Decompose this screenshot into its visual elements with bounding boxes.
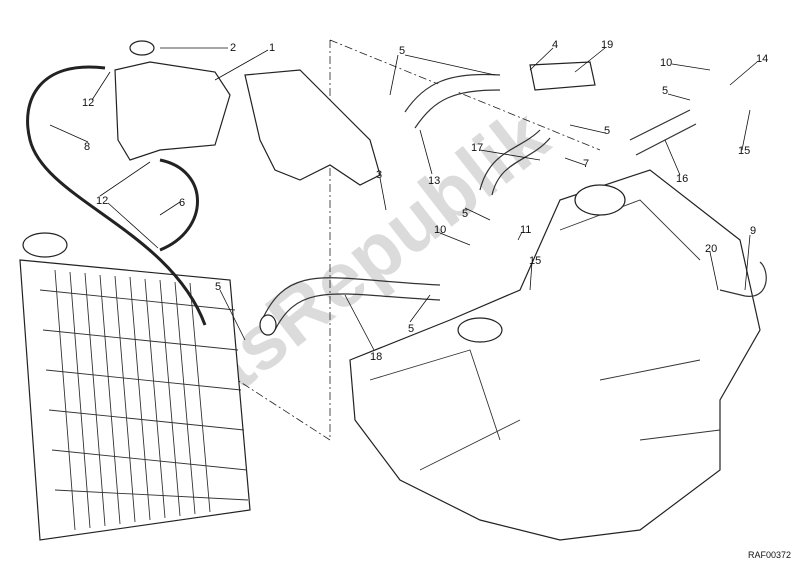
callout-9: 9 xyxy=(750,225,756,237)
radiator xyxy=(19,232,251,541)
callout-11: 11 xyxy=(520,224,531,236)
temperature-sensor xyxy=(719,261,767,297)
thermostat xyxy=(529,61,596,91)
callout-12: 12 xyxy=(82,97,94,109)
callout-4: 4 xyxy=(552,39,558,51)
callout-5: 5 xyxy=(662,85,668,97)
overflow-hose xyxy=(26,65,207,326)
callout-5: 5 xyxy=(215,281,221,293)
callout-2: 2 xyxy=(230,42,236,54)
hose-6 xyxy=(159,158,199,252)
leader-lines xyxy=(49,47,758,351)
callout-5: 5 xyxy=(408,323,414,335)
callout-15: 15 xyxy=(529,255,541,267)
callout-13: 13 xyxy=(428,175,440,187)
callout-14: 14 xyxy=(756,53,768,65)
callout-10: 10 xyxy=(660,57,672,69)
callout-17: 17 xyxy=(471,142,483,154)
callout-15: 15 xyxy=(738,145,750,157)
callout-16: 16 xyxy=(676,173,688,185)
frame-bracket xyxy=(244,69,381,186)
callout-6: 6 xyxy=(179,197,185,209)
callout-20: 20 xyxy=(705,243,717,255)
callout-5: 5 xyxy=(462,208,468,220)
callout-18: 18 xyxy=(370,351,382,363)
callout-3: 3 xyxy=(376,169,382,181)
tank-cap xyxy=(129,40,155,56)
callout-19: 19 xyxy=(601,39,613,51)
callout-10: 10 xyxy=(434,224,446,236)
callout-5: 5 xyxy=(604,125,610,137)
callout-8: 8 xyxy=(84,141,90,153)
drawing-code: RAF00372 xyxy=(748,550,791,560)
engine xyxy=(349,169,761,541)
callout-5: 5 xyxy=(399,45,405,57)
callout-7: 7 xyxy=(583,158,589,170)
callout-1: 1 xyxy=(269,42,275,54)
callout-12: 12 xyxy=(96,195,108,207)
expansion-tank xyxy=(114,40,231,161)
